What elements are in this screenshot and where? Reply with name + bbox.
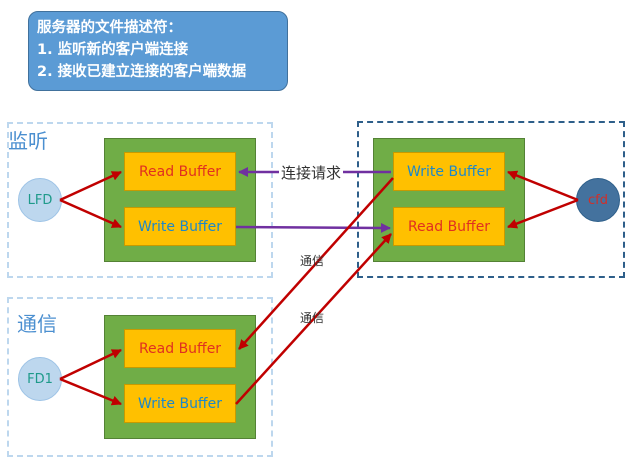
connect-request-label: 连接请求 (279, 162, 344, 183)
lfd-write-buffer: Write Buffer (124, 207, 236, 246)
comm-group-label: 通信 (17, 312, 57, 336)
fd1-to-read-arrow (59, 348, 122, 381)
comm-group (7, 297, 273, 457)
cfd-to-read-arrow (507, 198, 579, 229)
listen-group-label: 监听 (8, 129, 48, 153)
note-title: 服务器的文件描述符： (37, 20, 182, 36)
note-line-2: 2. 接收已建立连接的客户端数据 (37, 64, 247, 80)
comm-label-lower: 通信 (300, 311, 325, 325)
lfd-write-to-cfd-read-arrow (235, 222, 391, 233)
fd1-write-buffer: Write Buffer (124, 384, 236, 423)
lfd-read-buffer: Read Buffer (124, 152, 236, 191)
listen-group (7, 122, 273, 278)
cfd-write-buffer: Write Buffer (393, 152, 505, 191)
cfd-read-buffer: Read Buffer (393, 207, 505, 246)
fd1-read-buffer: Read Buffer (124, 329, 236, 368)
cfd-write-to-fd1-read-arrow (238, 177, 394, 350)
cfd-to-write-arrow (507, 170, 579, 202)
lfd-to-read-arrow (59, 170, 122, 202)
cfd-node: cfd (576, 178, 620, 222)
comm-label-upper: 通信 (300, 254, 325, 268)
note-line-1: 1. 监听新的客户端连接 (37, 42, 189, 58)
server-fd-note: 服务器的文件描述符： 1. 监听新的客户端连接 2. 接收已建立连接的客户端数据 (28, 11, 288, 91)
lfd-to-write-arrow (59, 198, 122, 229)
fd1-to-write-arrow (59, 377, 122, 406)
fd1-write-to-cfd-read-arrow (235, 233, 392, 405)
cfd-group (357, 121, 625, 278)
